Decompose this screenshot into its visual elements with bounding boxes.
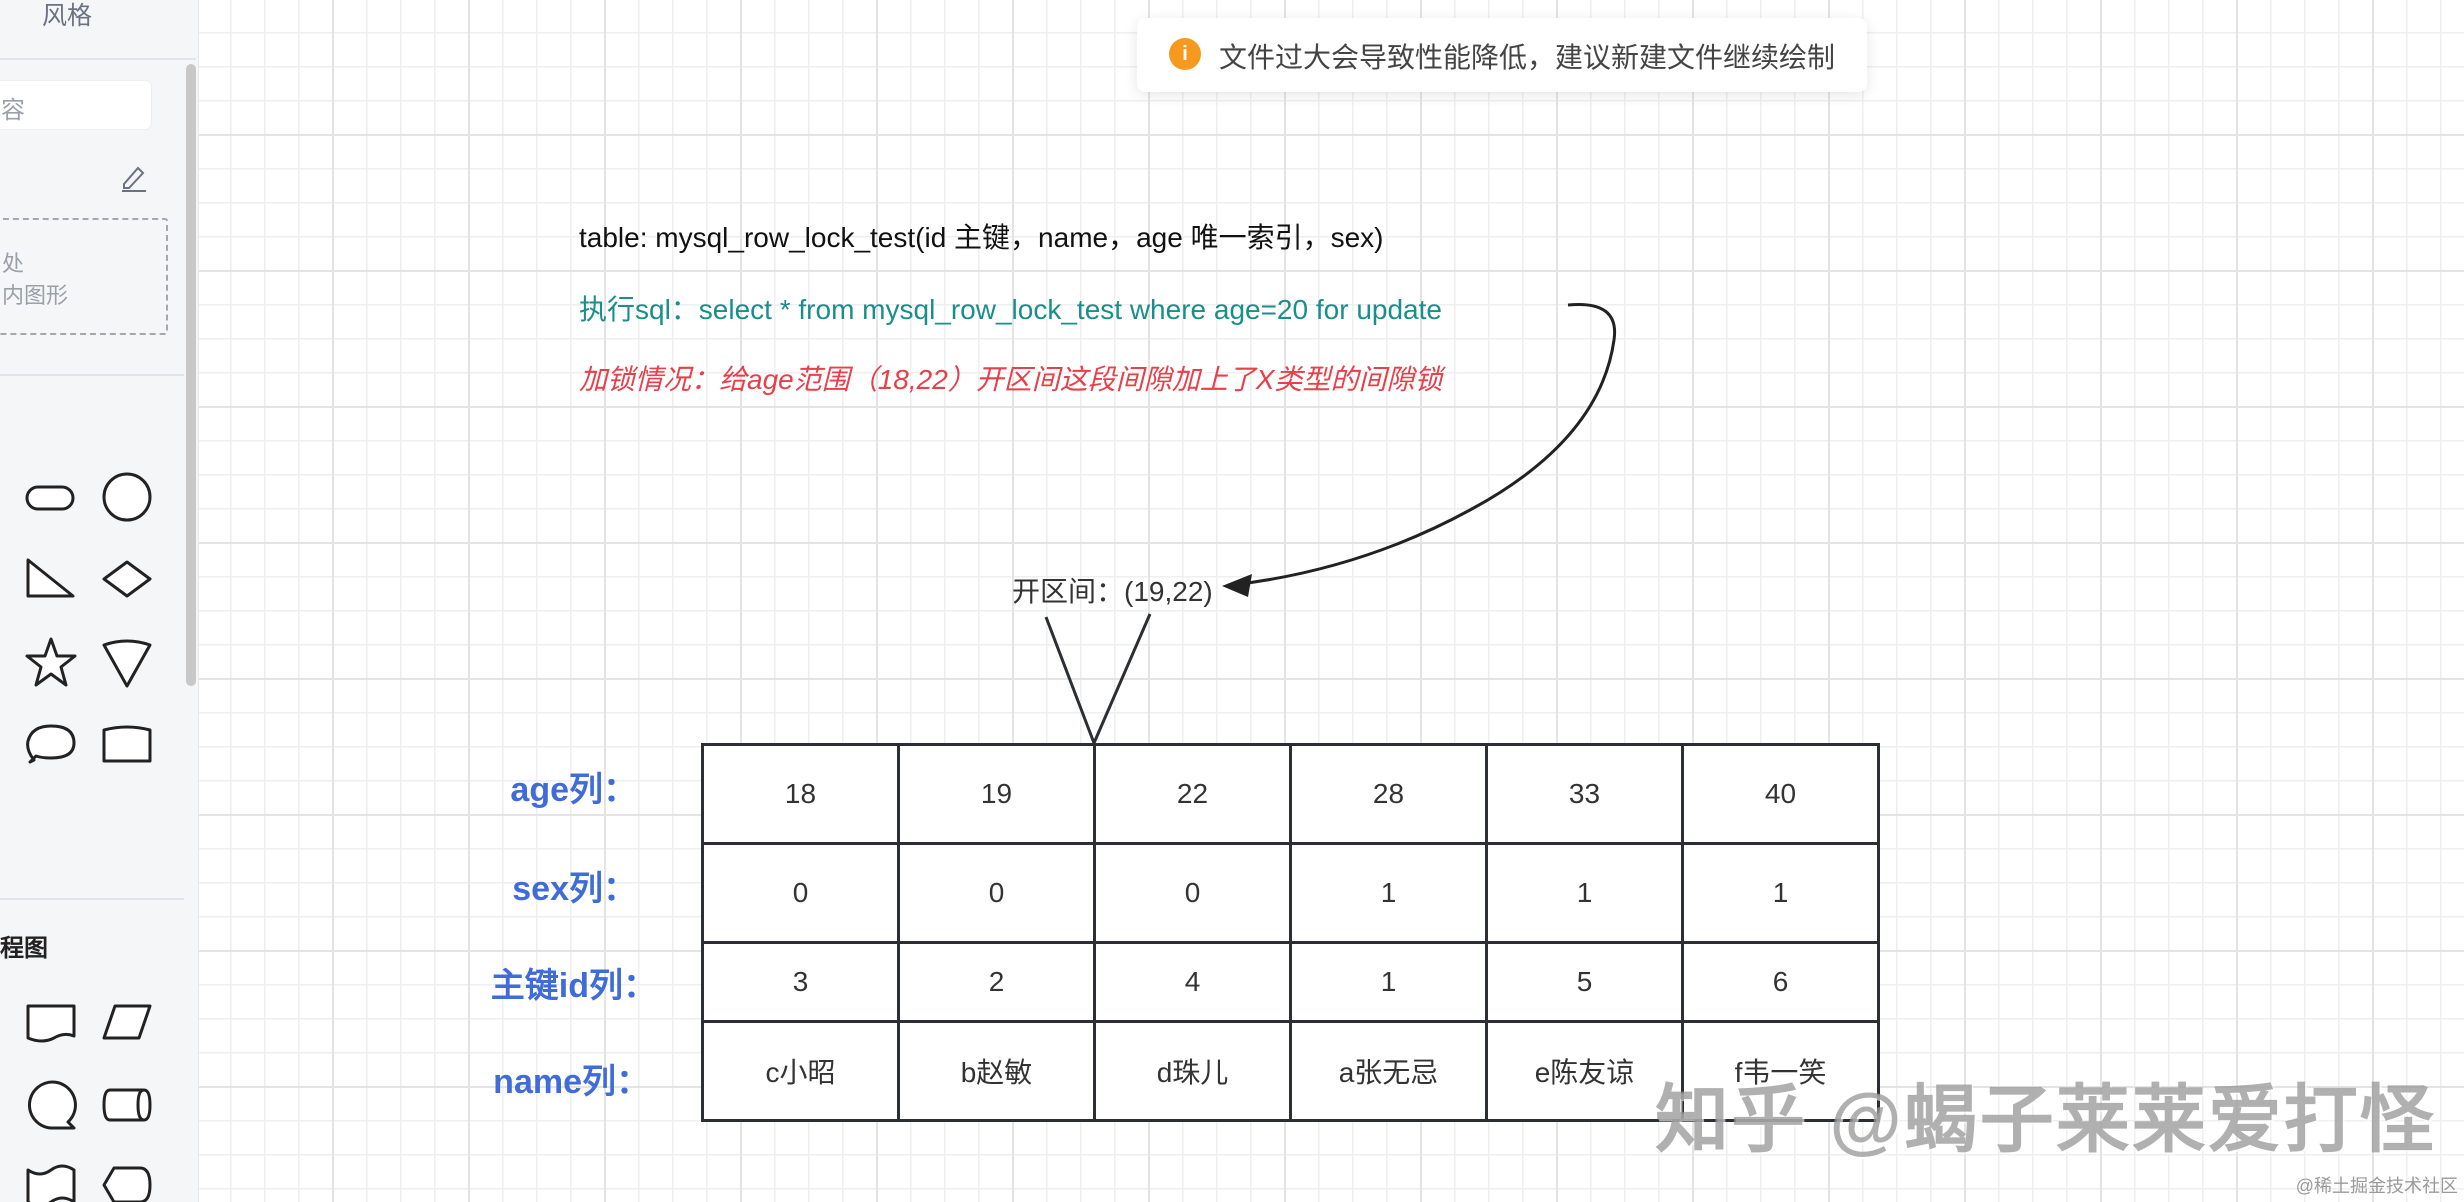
shape-sidebar: 风格 容 处 内图形 程图: [0, 0, 199, 1202]
tape-shape-icon[interactable]: [24, 1158, 78, 1202]
table-cell[interactable]: 40: [1681, 743, 1880, 845]
table-cell[interactable]: 6: [1681, 941, 1880, 1023]
table-cell[interactable]: 19: [897, 743, 1096, 845]
open-interval-label[interactable]: 开区间：(19,22): [1012, 576, 1213, 607]
table-cell[interactable]: e陈友谅: [1485, 1020, 1684, 1122]
warning-toast: i 文件过大会导致性能降低，建议新建文件继续绘制: [1137, 18, 1867, 92]
table-cell[interactable]: 2: [897, 941, 1096, 1023]
search-placeholder: 容: [1, 97, 25, 124]
right-triangle-shape-icon[interactable]: [24, 552, 78, 606]
tab-style-label: 风格: [42, 2, 93, 30]
circle-shape-icon[interactable]: [100, 470, 154, 524]
lock-description-text[interactable]: 加锁情况：给age范围（18,22）开区间这段间隙加上了X类型的间隙锁: [579, 364, 1443, 395]
row-label-id[interactable]: 主键id列：: [490, 967, 657, 1005]
table-row-age: 18 19 22 28 33 40: [701, 743, 1880, 845]
sequential-storage-shape-icon[interactable]: [24, 1078, 78, 1132]
table-cell[interactable]: 1: [1289, 941, 1488, 1023]
table-cell[interactable]: 1: [1485, 842, 1684, 944]
table-row-id: 3 2 4 1 5 6: [701, 941, 1880, 1023]
row-label-sex[interactable]: sex列：: [512, 870, 637, 908]
sql-statement-text[interactable]: 执行sql：select * from mysql_row_lock_test …: [579, 294, 1442, 325]
table-cell[interactable]: 0: [1093, 842, 1292, 944]
info-icon: i: [1169, 38, 1201, 70]
rounded-top-rectangle-shape-icon[interactable]: [100, 716, 154, 770]
custom-shape-drop-zone[interactable]: 处 内图形: [0, 218, 168, 335]
table-cell[interactable]: 33: [1485, 743, 1684, 845]
table-cell[interactable]: d珠儿: [1093, 1020, 1292, 1122]
watermark: 知乎 @蝎子莱莱爱打怪: [1655, 1078, 2436, 1161]
table-cell[interactable]: 1: [1289, 842, 1488, 944]
speech-bubble-shape-icon[interactable]: [24, 716, 78, 770]
sidebar-scrollbar[interactable]: [186, 64, 196, 686]
display-shape-icon[interactable]: [100, 1158, 154, 1202]
row-label-name[interactable]: name列：: [493, 1063, 650, 1101]
table-row-sex: 0 0 0 1 1 1: [701, 842, 1880, 944]
funnel-shape-icon[interactable]: [100, 636, 154, 690]
table-cell[interactable]: 22: [1093, 743, 1292, 845]
table-cell[interactable]: 3: [701, 941, 900, 1023]
parallelogram-shape-icon[interactable]: [100, 996, 154, 1050]
table-cell[interactable]: f韦一笑: [1681, 1020, 1880, 1122]
table-cell[interactable]: 28: [1289, 743, 1488, 845]
drop-zone-text: 内图形: [2, 283, 69, 308]
table-cell[interactable]: 1: [1681, 842, 1880, 944]
table-cell[interactable]: 0: [701, 842, 900, 944]
credit-watermark: @稀土掘金技术社区: [2295, 1176, 2458, 1196]
diamond-shape-icon[interactable]: [100, 552, 154, 606]
document-shape-icon[interactable]: [24, 996, 78, 1050]
table-cell[interactable]: 0: [897, 842, 1096, 944]
drop-zone-text: 处: [2, 251, 25, 276]
divider: [0, 374, 184, 376]
tab-style[interactable]: 风格: [0, 0, 196, 60]
table-row-name: c小昭 b赵敏 d珠儿 a张无忌 e陈友谅 f韦一笑: [701, 1020, 1880, 1122]
shape-search-input[interactable]: 容: [0, 80, 152, 130]
table-cell[interactable]: c小昭: [701, 1020, 900, 1122]
table-cell[interactable]: a张无忌: [1289, 1020, 1488, 1122]
divider: [0, 898, 184, 900]
horizontal-cylinder-shape-icon[interactable]: [100, 1078, 154, 1132]
table-cell[interactable]: 5: [1485, 941, 1684, 1023]
table-cell[interactable]: 4: [1093, 941, 1292, 1023]
table-definition-text[interactable]: table: mysql_row_lock_test(id 主键，name，ag…: [579, 222, 1384, 253]
star-shape-icon[interactable]: [24, 636, 78, 690]
drawing-canvas[interactable]: [198, 0, 2464, 1202]
flowchart-section-title: 程图: [0, 935, 48, 962]
rounded-rectangle-shape-icon[interactable]: [24, 470, 78, 524]
table-cell[interactable]: b赵敏: [897, 1020, 1096, 1122]
pencil-icon[interactable]: [120, 162, 148, 192]
row-label-age[interactable]: age列：: [510, 771, 637, 809]
table-cell[interactable]: 18: [701, 743, 900, 845]
toast-message: 文件过大会导致性能降低，建议新建文件继续绘制: [1219, 42, 1836, 73]
data-table[interactable]: 18 19 22 28 33 40 0 0 0 1 1 1 3 2 4 1 5 …: [701, 743, 1880, 1122]
